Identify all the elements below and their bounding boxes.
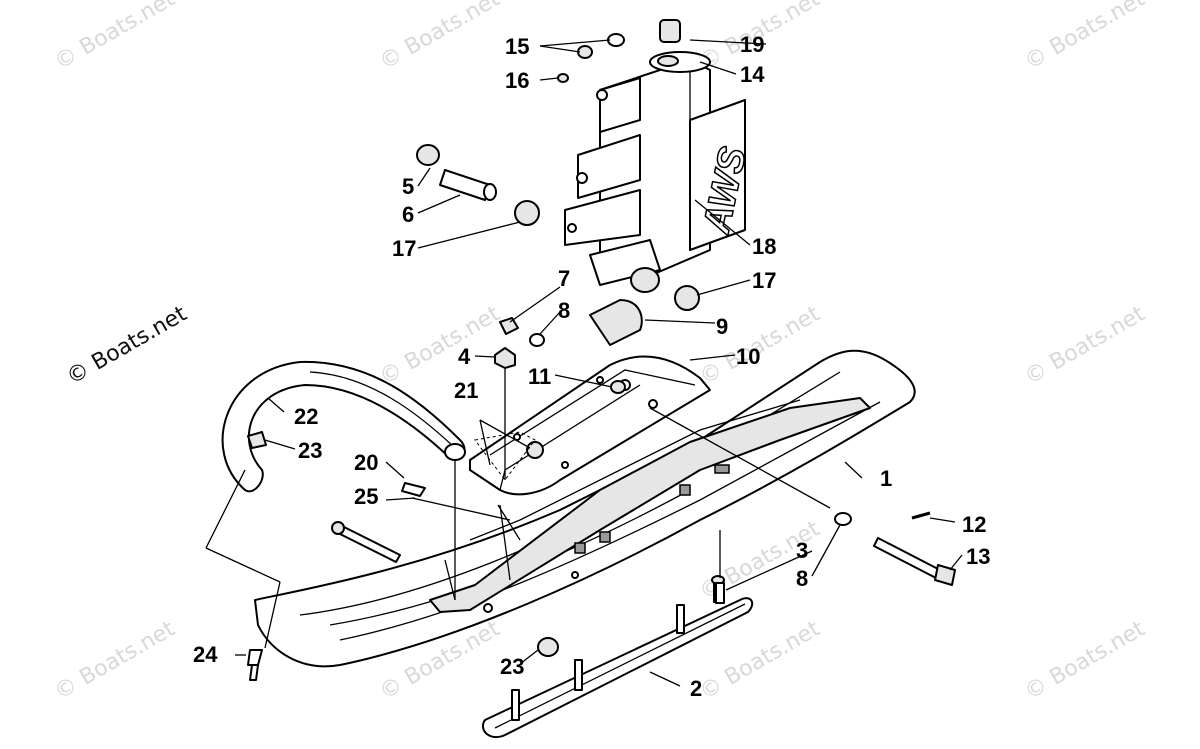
spindle-part-18 (564, 51, 711, 293)
label-13: 13 (966, 544, 990, 569)
label-5: 5 (402, 174, 414, 199)
label-23-lower: 23 (500, 654, 524, 679)
label-16: 16 (505, 68, 529, 93)
label-9: 9 (716, 314, 728, 339)
label-24: 24 (193, 642, 218, 667)
watermark: © Boats.net (1021, 616, 1150, 705)
label-6: 6 (402, 202, 414, 227)
watermark: © Boats.net (376, 301, 505, 390)
label-17-right: 17 (752, 268, 776, 293)
watermark: © Boats.net (1021, 0, 1150, 75)
leader-lines (205, 39, 963, 687)
label-1: 1 (880, 466, 892, 491)
watermark: © Boats.net (51, 616, 180, 705)
part-labels: 15 16 19 14 5 6 17 18 17 7 8 9 10 4 11 2… (193, 32, 990, 701)
label-22: 22 (294, 404, 318, 429)
label-7: 7 (558, 266, 570, 291)
label-15: 15 (505, 34, 529, 59)
label-17: 17 (392, 236, 416, 261)
prominent-watermark: © Boats.net (63, 301, 192, 390)
label-20: 20 (354, 450, 378, 475)
label-8-lower: 8 (796, 566, 808, 591)
label-8: 8 (558, 298, 570, 323)
label-3: 3 (796, 538, 808, 563)
watermark: © Boats.net (376, 0, 505, 75)
watermark: © Boats.net (51, 0, 180, 75)
label-11: 11 (528, 364, 551, 389)
label-10: 10 (736, 344, 760, 369)
label-21: 21 (454, 378, 478, 403)
watermark: © Boats.net (1021, 301, 1150, 390)
ski-body-part-1 (254, 349, 916, 668)
label-12: 12 (962, 512, 986, 537)
label-19: 19 (740, 32, 764, 57)
ski-loop-part-22 (221, 360, 466, 493)
label-14: 14 (740, 62, 765, 87)
label-18: 18 (752, 234, 776, 259)
label-25: 25 (354, 484, 378, 509)
label-23: 23 (298, 438, 322, 463)
label-2: 2 (690, 676, 702, 701)
aws-decal: AWS (689, 99, 756, 251)
label-4: 4 (458, 344, 471, 369)
